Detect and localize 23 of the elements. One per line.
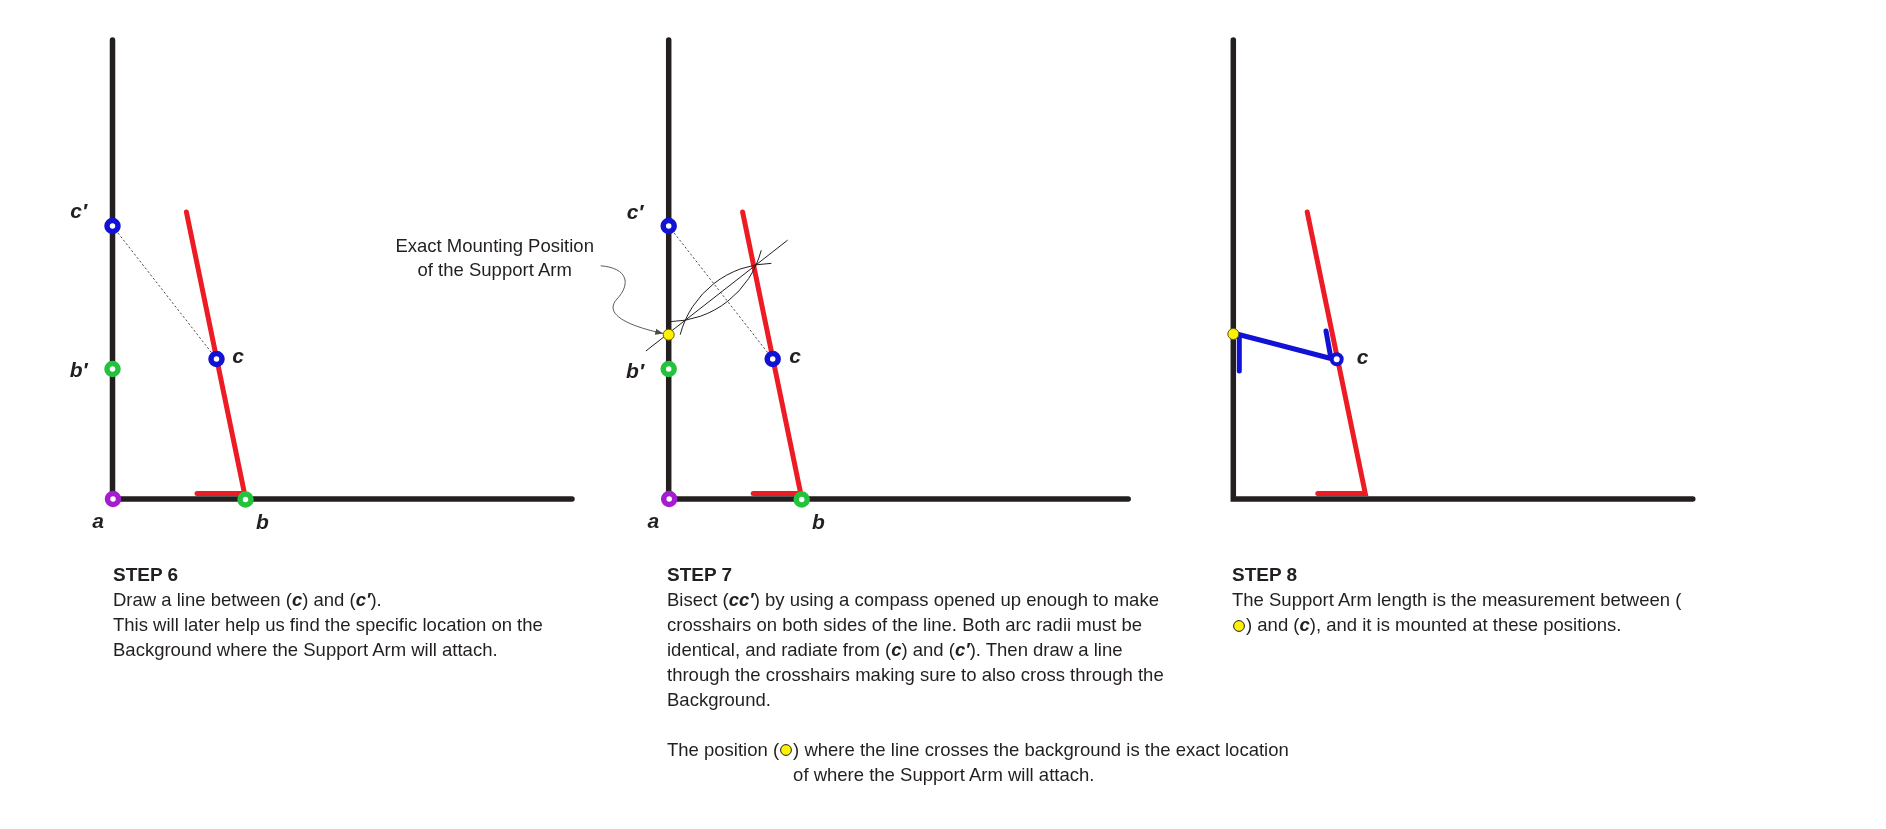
step-heading: STEP 7 (667, 563, 733, 587)
instruction-text: The Support Arm length is the measurement between ( (1232, 588, 1682, 612)
point-label: a (92, 510, 104, 532)
annotation-text: Exact Mounting Position of the Support Arm (388, 234, 601, 281)
point-label: a (647, 510, 660, 532)
point-label: c′ (70, 200, 87, 223)
instruction-text: ) and (c), and it is mounted at these positions. (1246, 614, 1622, 635)
point-label: b′ (69, 359, 88, 381)
point-label: b′ (626, 360, 644, 382)
point-label: c (1356, 346, 1369, 368)
point-label: b (811, 511, 825, 533)
point-marker (662, 328, 675, 341)
step-heading: STEP 8 (1232, 563, 1298, 587)
instruction-text: This will later help us find the specific location on the Background where the Support Arm will attach. (113, 613, 544, 662)
instruction-text: The position ( (667, 738, 780, 762)
instruction-text: ) where the line crosses the background is the exact location of where the Support Arm will attach. (793, 738, 1290, 787)
point-label: c′ (626, 201, 644, 224)
point-label: c (789, 345, 801, 367)
instruction-text: Draw a line between (c) and (c′). (113, 588, 382, 612)
point-label: b (256, 511, 269, 533)
point-label: c (232, 345, 244, 367)
step-heading: STEP 6 (113, 563, 179, 587)
instruction-text: Bisect (cc′) by using a compass opened up enough to make crosshairs on both sides of the line. Both arc radii must be identical, and radiate from (c) and (c′). Then draw a line through the crosshairs making sure to also cross through the Background. (667, 588, 1165, 712)
